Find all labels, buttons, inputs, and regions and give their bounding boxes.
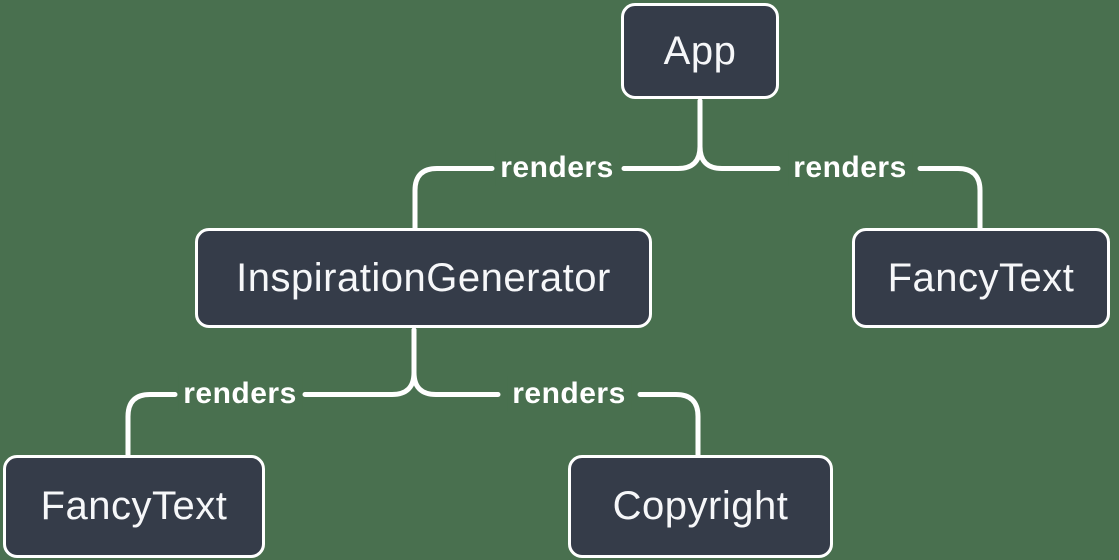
node-fancy-text-top: FancyText: [852, 228, 1110, 328]
node-inspiration-generator-label: InspirationGenerator: [236, 255, 611, 300]
node-copyright-label: Copyright: [612, 484, 789, 528]
edge-ig-to-copyright-outer: [637, 392, 701, 459]
edge-ig-to-copyright-inner: [411, 327, 501, 397]
edge-app-to-inspirationgenerator-outer: [412, 166, 495, 234]
node-app-label: App: [663, 28, 737, 73]
node-fancy-text-bottom: FancyText: [3, 455, 265, 558]
edge-label-renders-upper-right: renders: [788, 150, 912, 186]
edge-ig-to-fancytext-outer: [125, 392, 178, 459]
edge-app-to-fancytext-outer: [917, 166, 983, 234]
node-inspiration-generator: InspirationGenerator: [195, 228, 652, 328]
edge-app-to-fancytext-inner: [697, 98, 781, 171]
edge-label-renders-lower-left: renders: [178, 376, 302, 412]
edge-app-to-inspirationgenerator-inner: [621, 98, 703, 171]
edge-ig-to-fancytext-inner: [302, 327, 417, 397]
edge-label-renders-lower-right: renders: [507, 376, 631, 412]
edge-label-renders-upper-left: renders: [495, 150, 619, 186]
node-fancy-text-bottom-label: FancyText: [40, 484, 228, 528]
node-fancy-text-top-label: FancyText: [887, 255, 1075, 300]
node-app: App: [621, 3, 779, 99]
node-copyright: Copyright: [568, 455, 833, 558]
